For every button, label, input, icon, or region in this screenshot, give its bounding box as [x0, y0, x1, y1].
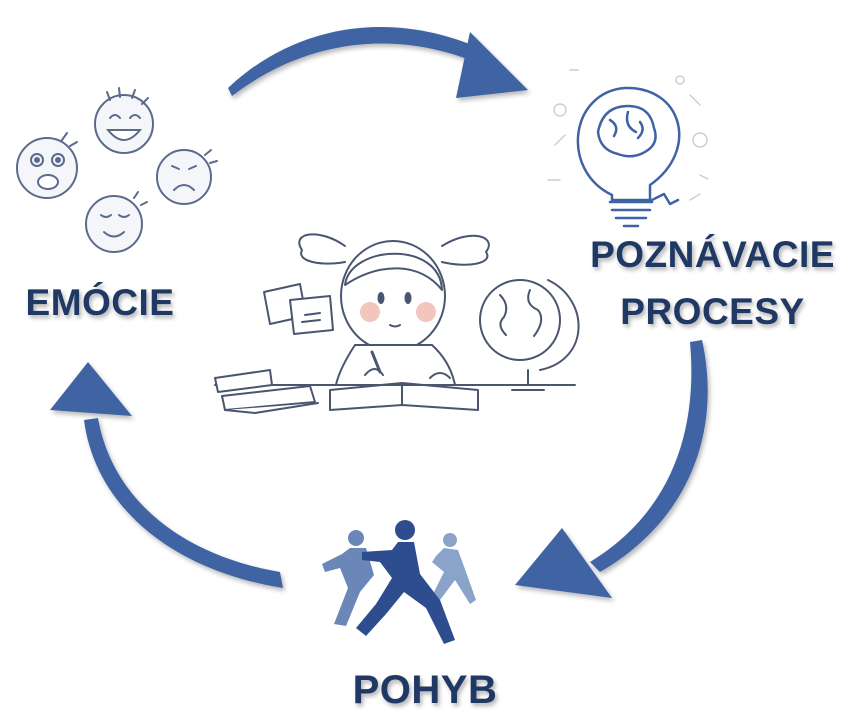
right-pigtail [441, 234, 490, 266]
runners-icon [322, 520, 476, 644]
emotion-faces-icon [16, 87, 218, 253]
lightbulb-brain-icon [547, 69, 709, 228]
laughing-face-icon [94, 87, 154, 154]
girl-body [335, 344, 456, 386]
sticky-notes [263, 283, 334, 335]
surprised-face-icon [16, 132, 78, 199]
sad-face-icon [156, 149, 218, 205]
runner-back-left [322, 530, 374, 626]
arrow-right [590, 340, 708, 572]
runner-back-right [432, 533, 476, 604]
cognitive-label-line2: PROCESY [620, 291, 805, 332]
faint-science-doodles [547, 69, 709, 201]
emotions-label: EMÓCIE [25, 282, 175, 323]
cognitive-processes-label: POZNÁVACIE PROCESY [585, 226, 840, 340]
open-book [329, 382, 479, 411]
movement-label: POHYB [352, 668, 498, 712]
arrow-top-head [456, 32, 528, 98]
arrow-left [84, 418, 283, 588]
cycle-arrows [50, 26, 708, 598]
cognitive-label-line1: POZNÁVACIE [590, 234, 835, 275]
girl-studying-illustration [214, 233, 580, 414]
globe [479, 279, 580, 391]
runner-front [356, 520, 455, 644]
content-face-icon [85, 191, 148, 253]
arrow-left-head [50, 362, 132, 416]
arrow-top [228, 26, 488, 96]
stacked-books [214, 369, 319, 414]
arrow-right-head [515, 528, 612, 598]
left-pigtail [298, 233, 346, 265]
